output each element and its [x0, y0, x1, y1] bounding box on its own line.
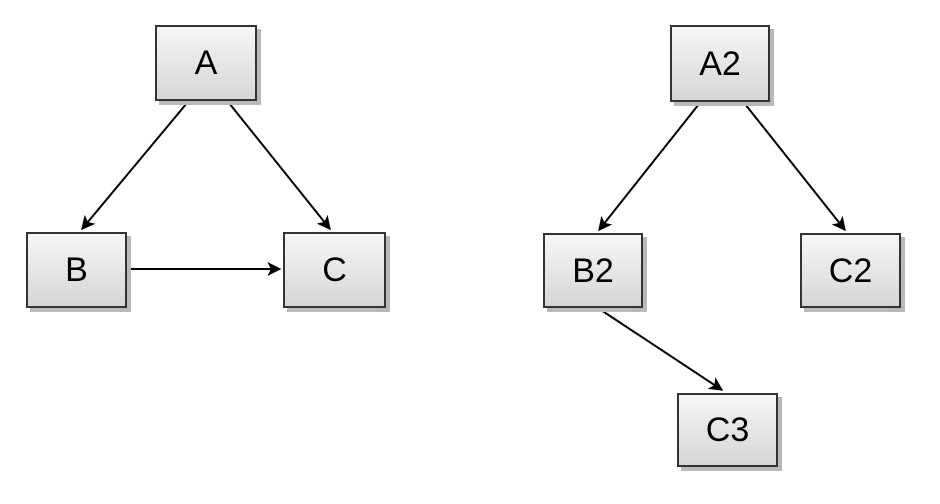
- node-C2: C2: [800, 233, 901, 308]
- node-C3: C3: [677, 393, 778, 467]
- node-A2: A2: [670, 25, 770, 102]
- node-label-C: C: [322, 251, 347, 289]
- node-C: C: [283, 232, 386, 308]
- edge-A-B: [81, 102, 188, 231]
- node-B2: B2: [543, 233, 643, 308]
- node-label-B2: B2: [572, 251, 614, 290]
- edge-A2-C2: [744, 103, 846, 232]
- node-B: B: [26, 232, 127, 308]
- edge-A-C: [228, 102, 331, 231]
- edge-A2-B2: [598, 103, 700, 232]
- node-A: A: [155, 25, 257, 101]
- edge-B2-C3: [600, 309, 724, 391]
- edges-group: [81, 102, 846, 391]
- node-label-B: B: [65, 251, 88, 289]
- node-label-A2: A2: [699, 44, 741, 83]
- node-label-C3: C3: [705, 411, 750, 449]
- node-label-A: A: [194, 44, 218, 82]
- node-label-C2: C2: [828, 251, 873, 290]
